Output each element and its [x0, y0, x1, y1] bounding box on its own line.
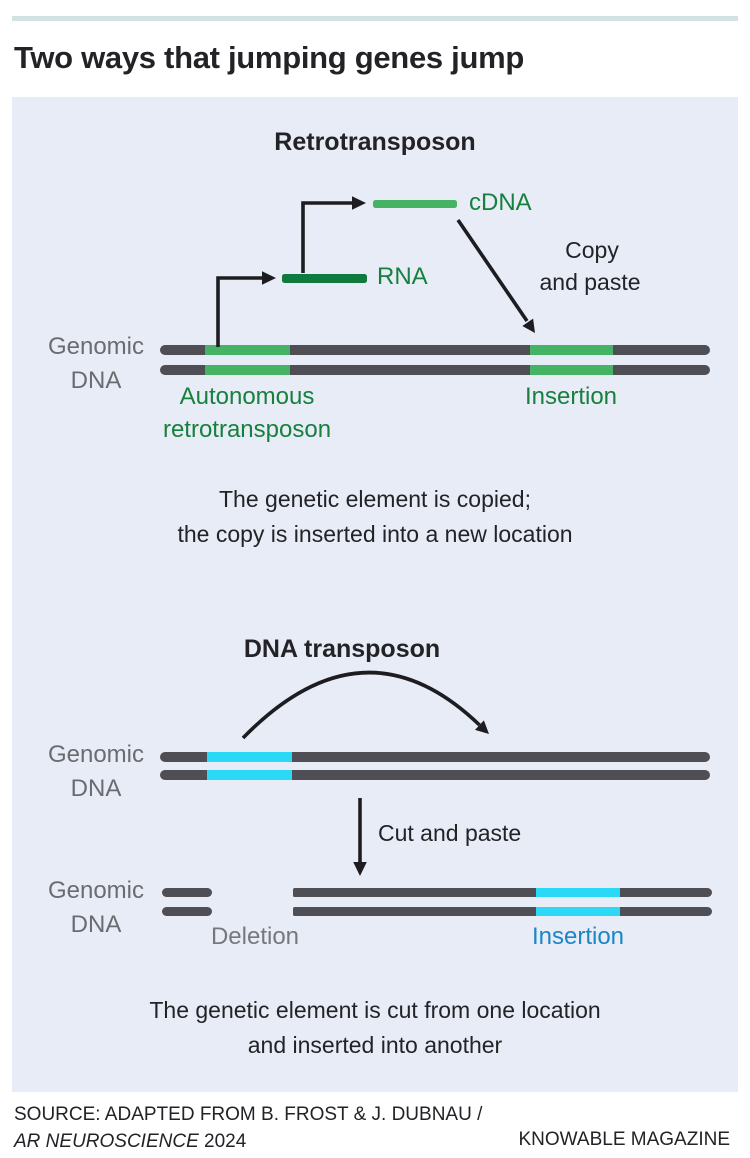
genomic-dna-label-retro: Genomic DNA [34, 330, 158, 398]
cdna-label: cDNA [469, 189, 532, 216]
deletion-label: Deletion [210, 923, 300, 950]
cut-paste-arrow [353, 798, 367, 876]
genomic-dna-strand-bottom [160, 365, 710, 375]
autonomous-label-line1: Autonomous [179, 383, 315, 410]
magazine-credit: KNOWABLE MAGAZINE [518, 1129, 731, 1150]
insertion-strand-bottom [293, 907, 712, 916]
reverse-transcription-arrow [301, 196, 366, 273]
source-line2: AR NEUROSCIENCE 2024 [14, 1128, 482, 1155]
insertion-label-retro: Insertion [524, 383, 618, 410]
transcription-arrow [216, 271, 276, 347]
insertion-segment [530, 365, 613, 375]
page-title: Two ways that jumping genes jump [14, 40, 524, 75]
source-credit: SOURCE: ADAPTED FROM B. FROST & J. DUBNA… [14, 1101, 482, 1155]
cdna-bar [373, 200, 457, 208]
dna-transposon-heading: DNA transposon [243, 635, 441, 663]
retrotransposon-segment [205, 365, 290, 375]
retro-caption: The genetic element is copied; the copy … [177, 482, 572, 552]
source-line1: SOURCE: ADAPTED FROM B. FROST & J. DUBNA… [14, 1104, 483, 1125]
insertion-segment [530, 345, 613, 355]
source-year: 2024 [204, 1131, 247, 1152]
insertion-label-transposon: Insertion [531, 923, 625, 950]
cut-paste-label: Cut and paste [378, 820, 522, 846]
rna-bar [282, 274, 367, 283]
rna-label: RNA [377, 263, 428, 290]
diagram-panel: Retrotransposon cDNA RNA Copy and paste … [12, 97, 738, 1092]
retro-caption-line2: the copy is inserted into a new location [177, 521, 573, 547]
retrotransposon-segment [205, 345, 290, 355]
source-journal: AR NEUROSCIENCE [14, 1131, 199, 1152]
copy-paste-label-line1: Copy [565, 237, 619, 263]
genomic-dna-label-line2: DNA [70, 775, 122, 802]
transposon-caption-line2: and inserted into another [247, 1032, 503, 1058]
transposon-strand-bottom [160, 770, 710, 780]
insertion-strand-top [293, 888, 712, 897]
autonomous-label-line2: retrotransposon [162, 416, 332, 443]
genomic-dna-strand-top [160, 345, 710, 355]
transposon-caption: The genetic element is cut from one loca… [149, 993, 600, 1063]
genomic-dna-label-transposon-1: Genomic DNA [34, 738, 158, 806]
genomic-dna-label-line1: Genomic [47, 741, 145, 768]
copy-paste-arrow [456, 218, 535, 333]
jump-arc-arrow [241, 670, 489, 740]
arrow-layer [216, 196, 535, 876]
copy-paste-label-line2: and paste [539, 269, 641, 295]
deletion-stub-bottom [162, 907, 212, 916]
retrotransposon-heading: Retrotransposon [274, 128, 476, 156]
deletion-stub-top [162, 888, 212, 897]
transposon-segment [207, 752, 292, 762]
genomic-dna-label-line1: Genomic [47, 877, 145, 904]
genomic-dna-label-line2: DNA [70, 911, 122, 938]
transposon-strand-top [160, 752, 710, 762]
transposon-segment [207, 770, 292, 780]
transposon-caption-line1: The genetic element is cut from one loca… [149, 997, 601, 1023]
inserted-transposon-segment [536, 907, 620, 916]
retro-caption-line1: The genetic element is copied; [219, 486, 531, 512]
genomic-dna-label-transposon-2: Genomic DNA [34, 874, 158, 942]
top-accent-rule [12, 16, 738, 21]
genomic-dna-label-line1: Genomic [47, 333, 145, 360]
genomic-dna-label-line2: DNA [70, 367, 122, 394]
inserted-transposon-segment [536, 888, 620, 897]
